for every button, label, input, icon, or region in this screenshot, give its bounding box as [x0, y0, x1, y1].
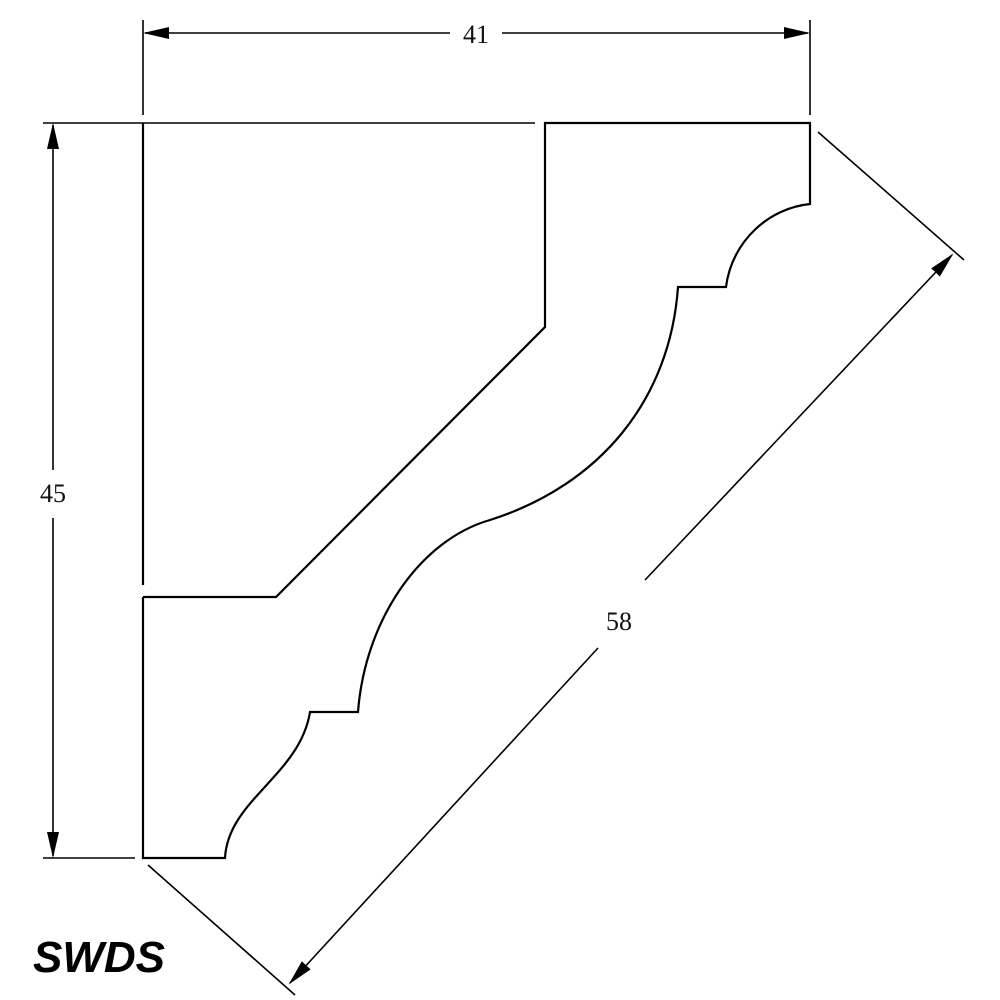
- brand-logo-text: SWDS: [33, 933, 165, 982]
- diagonal-dimension-line-lower: [288, 647, 599, 985]
- width-dimension-label: 41: [463, 20, 489, 49]
- diagonal-dimension-label: 58: [606, 607, 632, 636]
- diagonal-dimension-line-upper: [644, 253, 954, 581]
- height-dimension-label: 45: [40, 479, 66, 508]
- molding-profile: [141, 121, 812, 860]
- diagonal-extension-top: [817, 131, 965, 261]
- diagonal-extension-bottom: [147, 864, 296, 996]
